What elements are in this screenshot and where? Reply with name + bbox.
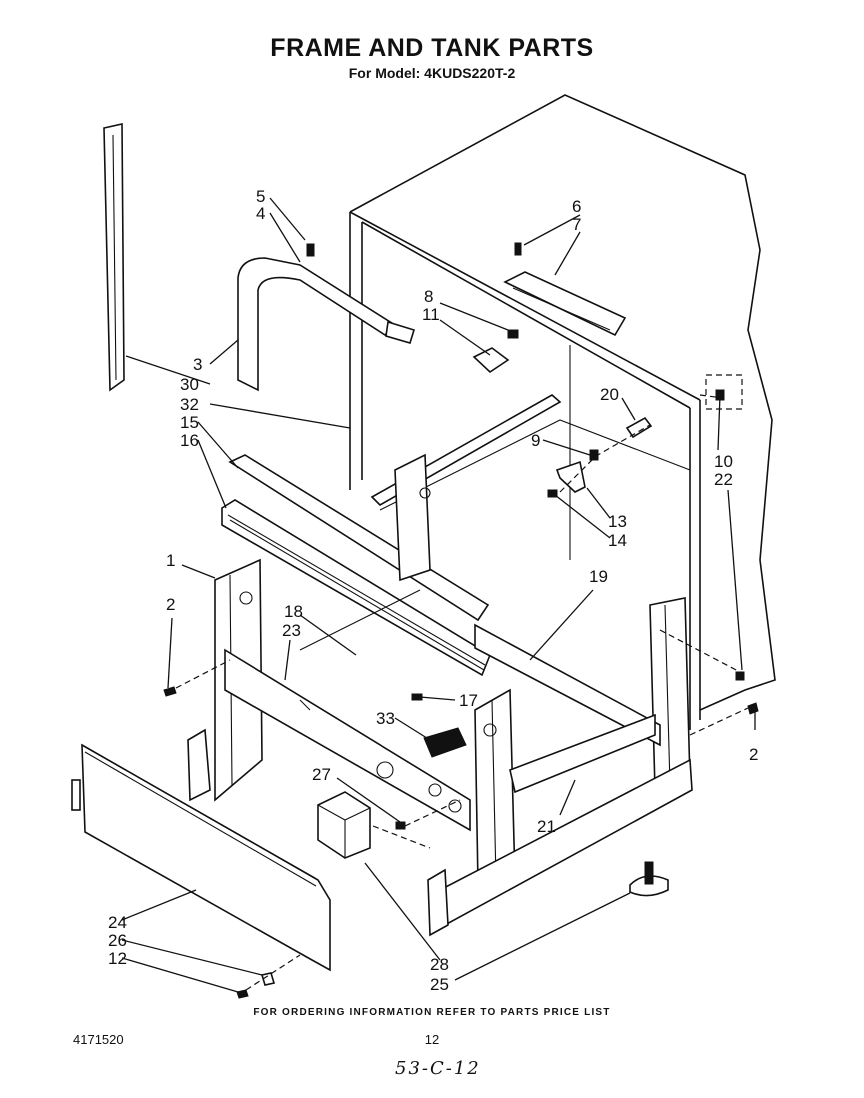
top-bracket bbox=[503, 271, 627, 337]
junction-box bbox=[317, 791, 371, 859]
callout-label: 18 bbox=[284, 602, 303, 621]
top-rail bbox=[237, 257, 415, 392]
base-beam bbox=[509, 713, 656, 794]
callout-label: 16 bbox=[180, 431, 199, 450]
clip-11 bbox=[472, 347, 510, 374]
screw-5 bbox=[306, 243, 315, 257]
callout-label: 9 bbox=[531, 431, 540, 450]
hinge-pin bbox=[625, 416, 653, 439]
front-cross-beam bbox=[224, 648, 471, 832]
callout-label: 21 bbox=[537, 817, 556, 836]
tank-shell bbox=[349, 94, 776, 730]
callout-label: 11 bbox=[422, 305, 440, 324]
callout-label: 5 bbox=[256, 187, 265, 206]
clip-8 bbox=[507, 329, 519, 339]
handwritten-code: 53-C-12 bbox=[395, 1058, 481, 1079]
callout-label: 26 bbox=[108, 931, 127, 950]
callout-label: 2 bbox=[166, 595, 175, 614]
ordering-note: FOR ORDERING INFORMATION REFER TO PARTS … bbox=[253, 1007, 611, 1018]
diagram-title: FRAME AND TANK PARTS bbox=[270, 34, 594, 62]
callout-label: 33 bbox=[376, 709, 395, 728]
callout-label: 10 bbox=[714, 452, 733, 471]
model-subtitle: For Model: 4KUDS220T-2 bbox=[348, 65, 516, 81]
washer-26 bbox=[260, 972, 276, 986]
screw-6 bbox=[514, 242, 522, 256]
callout-label: 2 bbox=[749, 745, 758, 764]
hinge-bracket bbox=[555, 460, 586, 493]
callout-label: 19 bbox=[589, 567, 608, 586]
callout-label: 7 bbox=[572, 215, 581, 234]
callout-label: 15 bbox=[180, 413, 199, 432]
callout-label: 3 bbox=[193, 355, 202, 374]
screw-12 bbox=[236, 989, 249, 999]
screw-27 bbox=[395, 821, 406, 830]
document-number: 4171520 bbox=[73, 1032, 124, 1047]
toe-panel bbox=[71, 743, 331, 972]
callout-labels: 5 4 6 7 8 11 3 30 32 15 16 20 9 10 22 13… bbox=[108, 187, 758, 994]
callout-label: 8 bbox=[424, 287, 433, 306]
leader-lines bbox=[121, 197, 756, 993]
right-side-beam bbox=[474, 623, 661, 747]
screw-17 bbox=[411, 693, 423, 701]
base-plate bbox=[427, 758, 693, 937]
callout-label: 30 bbox=[180, 375, 199, 394]
foot-pad bbox=[423, 727, 467, 758]
callout-label: 12 bbox=[108, 949, 127, 968]
callout-label: 13 bbox=[608, 512, 627, 531]
front-rails bbox=[221, 454, 491, 677]
callout-label: 23 bbox=[282, 621, 301, 640]
callout-label: 20 bbox=[600, 385, 619, 404]
callout-label: 25 bbox=[430, 975, 449, 994]
side-trim-strip bbox=[103, 123, 125, 392]
callout-label: 32 bbox=[180, 395, 199, 414]
screw-9 bbox=[589, 449, 599, 461]
screw-2-left bbox=[163, 686, 177, 697]
page-number: 12 bbox=[424, 1032, 440, 1047]
callout-label: 1 bbox=[166, 551, 175, 570]
callout-label: 6 bbox=[572, 197, 581, 216]
callout-label: 4 bbox=[256, 204, 265, 223]
callout-label: 17 bbox=[459, 691, 478, 710]
callout-label: 28 bbox=[430, 955, 449, 974]
screw-2-right bbox=[747, 702, 759, 715]
callout-label: 22 bbox=[714, 470, 733, 489]
leveling-leg bbox=[629, 861, 669, 897]
callout-label: 14 bbox=[608, 531, 627, 550]
screw-22 bbox=[735, 671, 745, 681]
callout-label: 27 bbox=[312, 765, 331, 784]
callout-label: 24 bbox=[108, 913, 127, 932]
